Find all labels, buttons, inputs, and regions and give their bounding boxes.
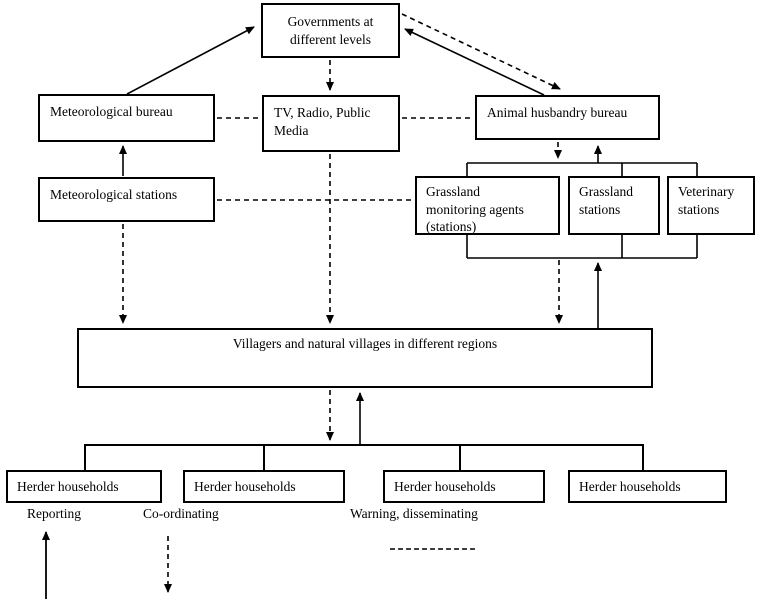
node-grassland-monitoring-agents-label: Grassland monitoring agents (stations) xyxy=(426,184,524,235)
node-tv-radio-media: TV, Radio, Public Media xyxy=(262,95,400,152)
node-grassland-stations-label: Grassland stations xyxy=(579,184,633,217)
arrow-animalbureau-to-governments xyxy=(404,28,545,96)
herder-connector xyxy=(84,444,644,470)
node-herder-households-3: Herder households xyxy=(383,470,545,503)
node-governments-label: Governments at different levels xyxy=(287,13,374,47)
node-villagers-label: Villagers and natural villages in differ… xyxy=(232,336,498,351)
legend-coordinating-label: Co-ordinating xyxy=(143,506,219,521)
node-herder-households-2: Herder households xyxy=(183,470,345,503)
node-herder-households-1-label: Herder households xyxy=(17,478,119,494)
node-animal-husbandry-bureau: Animal husbandry bureau xyxy=(475,95,660,140)
arrow-metbureau-to-governments xyxy=(126,26,255,95)
node-governments: Governments at different levels xyxy=(261,3,400,58)
node-grassland-monitoring-agents: Grassland monitoring agents (stations) xyxy=(415,176,560,235)
node-herder-households-1: Herder households xyxy=(6,470,162,503)
node-meteorological-stations: Meteorological stations xyxy=(38,177,215,222)
node-herder-households-3-label: Herder households xyxy=(394,478,496,494)
node-meteorological-bureau-label: Meteorological bureau xyxy=(50,104,173,119)
node-herder-households-4: Herder households xyxy=(568,470,727,503)
node-grassland-stations: Grassland stations xyxy=(568,176,660,235)
node-veterinary-stations: Veterinary stations xyxy=(667,176,755,235)
node-meteorological-stations-label: Meteorological stations xyxy=(50,187,178,202)
dashed-arrow-governments-to-animalbureau xyxy=(401,13,561,90)
node-meteorological-bureau: Meteorological bureau xyxy=(38,94,215,142)
legend-reporting-label: Reporting xyxy=(27,506,81,521)
node-tv-radio-media-label: TV, Radio, Public Media xyxy=(274,105,371,138)
node-herder-households-4-label: Herder households xyxy=(579,478,681,494)
node-herder-households-2-label: Herder households xyxy=(194,478,296,494)
node-veterinary-stations-label: Veterinary stations xyxy=(678,184,735,217)
node-animal-husbandry-bureau-label: Animal husbandry bureau xyxy=(487,105,628,120)
legend-warning-label: Warning, disseminating xyxy=(350,506,478,521)
node-villagers: Villagers and natural villages in differ… xyxy=(77,328,653,388)
